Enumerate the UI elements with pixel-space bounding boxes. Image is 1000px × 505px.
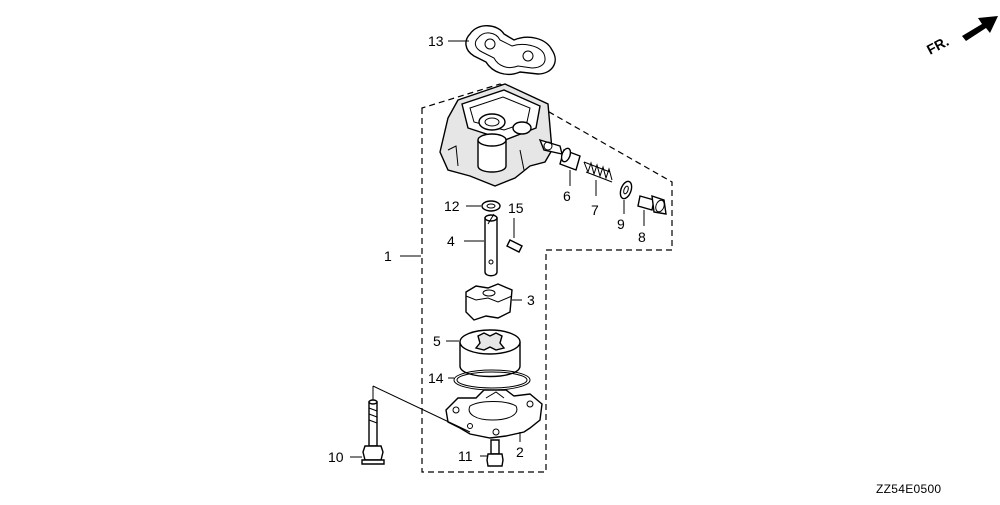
part-7-spring [583,161,613,183]
callout-14: 14 [428,370,444,386]
pump-body [439,83,563,187]
callout-11: 11 [458,448,473,464]
part-13-gasket [465,25,556,76]
callout-9: 9 [617,216,625,232]
callout-7: 7 [591,202,599,218]
part-9-washer [619,180,633,200]
callout-5: 5 [433,333,441,349]
callout-6: 6 [563,188,571,204]
callout-4: 4 [447,233,455,249]
front-arrow-icon [962,16,998,41]
part-5-outer-rotor [459,329,521,378]
part-8-plug-bolt [637,194,667,215]
front-direction-indicator: FR. [924,16,998,58]
part-4-shaft [484,213,498,277]
callout-15: 15 [508,200,524,216]
part-15-dowel-pin [506,239,523,253]
part-11-short-bolt [486,439,504,467]
part-10-long-bolt [361,399,385,465]
callout-13: 13 [428,33,444,49]
callout-3: 3 [527,292,535,308]
assembly-outline [421,83,673,473]
part-3-inner-rotor [465,283,513,321]
diagram-code: ZZ54E0500 [876,482,941,496]
callout-2: 2 [516,444,524,460]
part-2-pump-cover [445,389,543,439]
part-6-sleeve [559,147,581,171]
callout-12: 12 [444,198,460,214]
front-direction-label: FR. [924,33,951,58]
callout-1: 1 [384,248,392,264]
callout-8: 8 [638,229,646,245]
callout-10: 10 [328,449,344,465]
part-12-washer [481,200,501,212]
